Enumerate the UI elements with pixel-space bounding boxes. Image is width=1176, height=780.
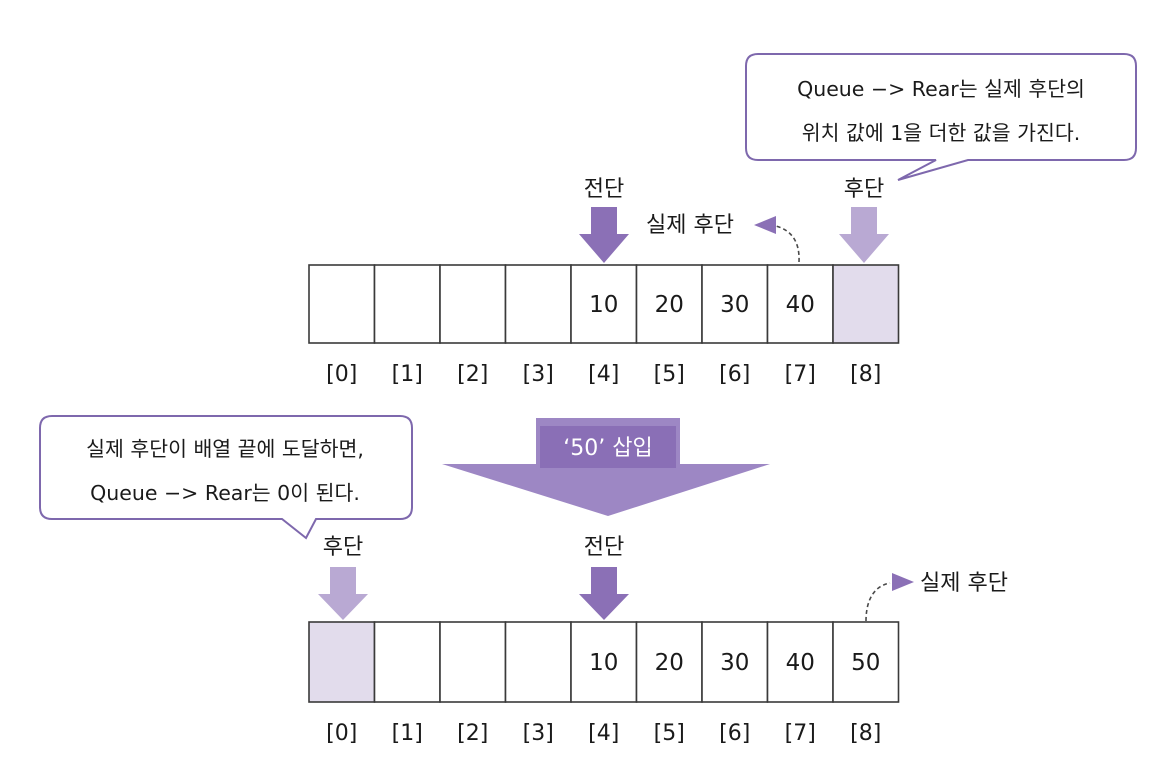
top-cell-1 xyxy=(373,264,441,344)
top-index-6: [6] xyxy=(719,362,750,387)
bottom-bubble-line-2: Queue −> Rear는 0이 된다. xyxy=(90,481,360,505)
top-index-4: [4] xyxy=(588,362,619,387)
top-cell-6 xyxy=(701,264,769,344)
top-rear-arrow-icon xyxy=(839,207,889,263)
bottom-cell-value-8: 50 xyxy=(851,650,880,676)
top-speech-bubble: Queue −> Rear는 실제 후단의 위치 값에 1을 더한 값을 가진다… xyxy=(745,53,1137,181)
top-cell-8 xyxy=(832,264,900,344)
top-index-1: [1] xyxy=(392,362,423,387)
bottom-index-3: [3] xyxy=(523,721,554,746)
top-cell-value-7: 40 xyxy=(786,292,815,318)
bottom-cell-value-6: 30 xyxy=(720,650,749,676)
top-cell-0 xyxy=(308,264,376,344)
bottom-front-label: 전단 xyxy=(584,535,624,560)
bottom-index-1: [1] xyxy=(392,721,423,746)
insert-label: ‘50’ 삽입 xyxy=(563,436,652,461)
bottom-index-6: [6] xyxy=(719,721,750,746)
top-index-2: [2] xyxy=(457,362,488,387)
bottom-rear-arrow-icon xyxy=(318,567,368,620)
top-index-8: [8] xyxy=(850,362,881,387)
top-index-3: [3] xyxy=(523,362,554,387)
bottom-cell-value-5: 20 xyxy=(655,650,684,676)
bottom-cell-6 xyxy=(701,621,769,703)
top-front-arrow-icon xyxy=(579,207,629,263)
insert-transition-banner: ‘50’ 삽입 xyxy=(442,418,770,516)
top-bubble-line-2: 위치 값에 1을 더한 값을 가진다. xyxy=(802,121,1080,145)
bottom-index-0: [0] xyxy=(326,721,357,746)
bottom-cell-2 xyxy=(439,621,507,703)
top-cell-2 xyxy=(439,264,507,344)
top-cell-value-4: 10 xyxy=(589,292,618,318)
bottom-index-7: [7] xyxy=(785,721,816,746)
top-index-5: [5] xyxy=(654,362,685,387)
top-cell-3 xyxy=(504,264,572,344)
bottom-front-arrow-icon xyxy=(579,567,629,620)
bottom-speech-bubble: 실제 후단이 배열 끝에 도달하면, Queue −> Rear는 0이 된다. xyxy=(39,415,413,540)
bottom-cell-value-7: 40 xyxy=(786,650,815,676)
top-cell-value-6: 30 xyxy=(720,292,749,318)
top-cell-4 xyxy=(570,264,638,344)
top-cell-value-5: 20 xyxy=(655,292,684,318)
bottom-actual-rear-pointer-line xyxy=(865,582,891,622)
top-actual-rear-pointer-line xyxy=(775,225,800,263)
bottom-cell-value-4: 10 xyxy=(589,650,618,676)
bottom-cell-3 xyxy=(504,621,572,703)
bottom-cell-0 xyxy=(308,621,376,703)
bottom-cell-8 xyxy=(832,621,900,703)
bottom-index-2: [2] xyxy=(457,721,488,746)
bottom-actual-rear-arrow-icon xyxy=(892,573,914,591)
top-array-section: 전단 후단 실제 후단 10 20 30 40 [0] [1] [2] [3] … xyxy=(308,177,900,387)
top-index-0: [0] xyxy=(326,362,357,387)
bottom-array-section: 후단 전단 실제 후단 10 20 30 40 50 [0] [1] [2] [… xyxy=(308,535,1008,746)
bottom-cell-4 xyxy=(570,621,638,703)
top-bubble-line-1: Queue −> Rear는 실제 후단의 xyxy=(797,77,1085,101)
top-index-7: [7] xyxy=(785,362,816,387)
top-cell-5 xyxy=(635,264,703,344)
bottom-cell-5 xyxy=(635,621,703,703)
bottom-cell-7 xyxy=(766,621,834,703)
bottom-rear-label: 후단 xyxy=(323,535,363,560)
insert-label-bg xyxy=(540,426,676,468)
top-rear-label: 후단 xyxy=(844,177,884,202)
top-front-label: 전단 xyxy=(584,177,624,202)
bottom-index-5: [5] xyxy=(654,721,685,746)
bottom-index-8: [8] xyxy=(850,721,881,746)
top-actual-rear-arrow-icon xyxy=(754,216,776,234)
bottom-actual-rear-label: 실제 후단 xyxy=(920,571,1008,596)
bottom-bubble-line-1: 실제 후단이 배열 끝에 도달하면, xyxy=(86,437,364,461)
bottom-cell-1 xyxy=(373,621,441,703)
bottom-index-4: [4] xyxy=(588,721,619,746)
top-actual-rear-label: 실제 후단 xyxy=(646,213,734,238)
